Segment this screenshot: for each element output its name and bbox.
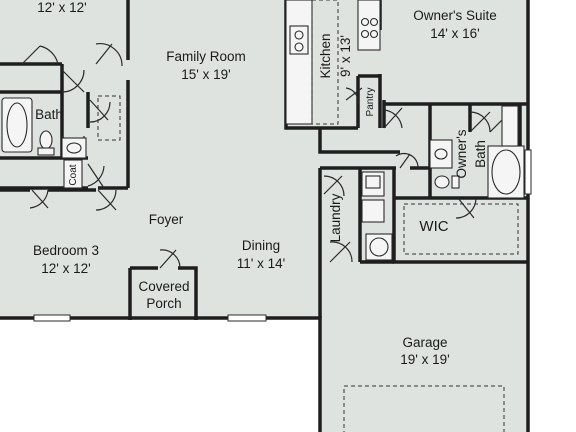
pantry-name: Pantry: [365, 88, 376, 117]
bath-name: Bath: [35, 107, 63, 122]
covered-porch-line1: Covered: [138, 279, 189, 294]
laundry-name: Laundry: [328, 193, 343, 242]
owners-suite-dims: 14' x 16': [430, 26, 479, 41]
wic-name: WIC: [419, 218, 448, 235]
fixtures: [1, 0, 525, 432]
coat-name: Coat: [68, 164, 79, 185]
dining-name: Dining: [242, 238, 280, 253]
dining-dims: 11' x 14': [237, 256, 285, 271]
windows: [33, 149, 532, 322]
family-room-name: Family Room: [166, 49, 246, 64]
garage-name: Garage: [402, 335, 447, 350]
toilet: [39, 130, 53, 150]
owners-bath-line1: Owner's: [454, 129, 469, 178]
kitchen-counter: [285, 0, 313, 125]
kitchen-name: Kitchen: [318, 33, 333, 78]
dryer: [361, 199, 385, 223]
owners-bath-line2: Bath: [473, 140, 488, 168]
covered-porch-line2: Porch: [146, 296, 181, 311]
garage-door: [343, 385, 505, 432]
bedroom3-name: Bedroom 3: [33, 243, 99, 258]
garage-dims: 19' x 19': [400, 352, 449, 367]
foyer-name: Foyer: [149, 212, 184, 227]
owners-toilet: [434, 175, 450, 189]
room-labels: 12' x 12' Family Room 15' x 19' Kitchen …: [33, 0, 497, 367]
owners-suite-name: Owner's Suite: [413, 8, 497, 23]
family-room-dims: 15' x 19': [181, 67, 230, 82]
kitchen-dims: 9' x 13': [338, 35, 353, 77]
bedroom2-dims: 12' x 12': [37, 0, 86, 15]
coat-closet: [63, 159, 83, 189]
floor-fill: [0, 0, 528, 432]
bedroom3-dims: 12' x 12': [41, 261, 90, 276]
